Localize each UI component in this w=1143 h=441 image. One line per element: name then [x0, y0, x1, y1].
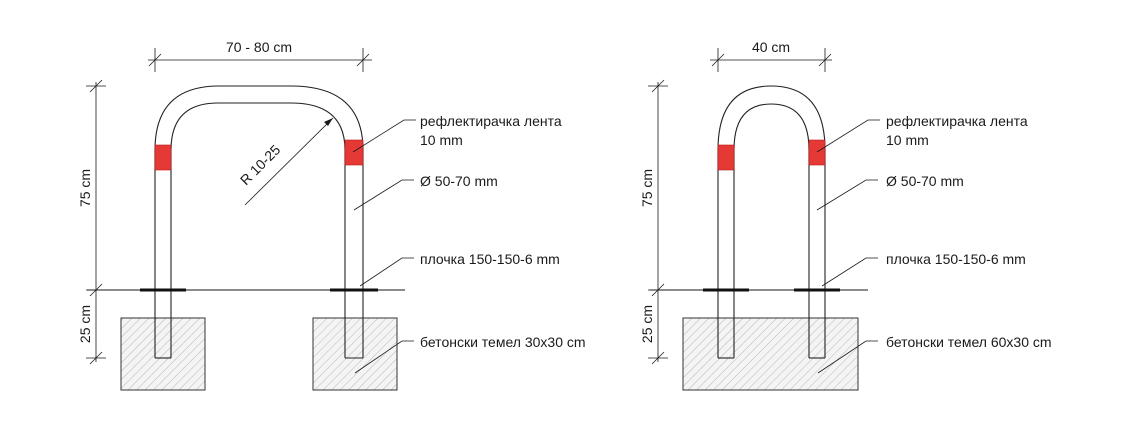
right-tape-label-line1: рефлектирачка лента [886, 113, 1028, 129]
left-width-dimension: 70 - 80 cm [226, 39, 292, 55]
left-foundation-leader [354, 340, 414, 374]
left-foundation-a [120, 317, 206, 391]
left-tape-label-line2: 10 mm [420, 132, 463, 148]
right-pipe-inner [733, 103, 810, 358]
right-depth-dimension: 25 cm [639, 305, 655, 343]
left-bollard: 70 - 80 cm 75 cm 25 cm R 10-25 рефлектир… [77, 39, 586, 391]
right-tape-leader [816, 119, 880, 153]
right-tape-label-line2: 10 mm [886, 132, 929, 148]
left-pipe-inner [170, 102, 346, 358]
left-foundation-label: бетонски темел 30x30 cm [420, 334, 586, 350]
right-diameter-leader [816, 179, 878, 211]
right-plate-leader [821, 257, 878, 287]
left-reflective-tape-a [154, 144, 172, 171]
right-foundation [682, 317, 859, 391]
left-pipe-outer [154, 85, 364, 358]
left-diameter-label: Ø 50-70 mm [420, 173, 498, 189]
right-plate-label: плочка 150-150-6 mm [886, 251, 1026, 267]
left-depth-dimension: 25 cm [77, 305, 93, 343]
left-radius-leader [244, 117, 334, 206]
left-tape-label-line1: рефлектирачка лента [420, 113, 562, 129]
left-plate-leader [359, 257, 414, 287]
left-tape-leader [352, 119, 416, 153]
right-foundation-leader [817, 340, 878, 374]
right-height-dimension: 75 cm [639, 169, 655, 207]
left-diameter-leader [353, 179, 414, 211]
right-pipe-outer [717, 85, 826, 358]
right-diameter-label: Ø 50-70 mm [886, 173, 964, 189]
right-width-dimension: 40 cm [752, 39, 790, 55]
left-height-dimension: 75 cm [77, 169, 93, 207]
left-plate-label: плочка 150-150-6 mm [420, 251, 560, 267]
left-foundation-b [312, 317, 398, 391]
right-reflective-tape-b [808, 139, 826, 166]
right-reflective-tape-a [717, 144, 735, 171]
right-foundation-label: бетонски темел 60x30 cm [886, 334, 1052, 350]
left-radius-label: R 10-25 [237, 141, 284, 188]
right-bollard: 40 cm 75 cm 25 cm рефлектирачка лента 10… [639, 39, 1052, 391]
left-reflective-tape-b [344, 139, 364, 166]
